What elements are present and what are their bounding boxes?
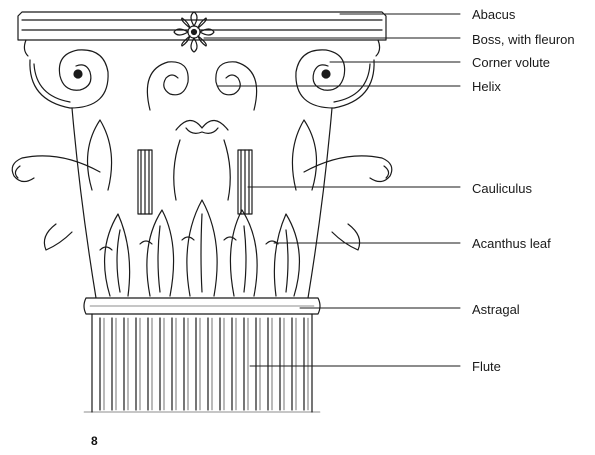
side-flourishes [12, 156, 392, 182]
upper-acanthus-leaves [88, 120, 317, 200]
corner-volute-right [296, 50, 374, 108]
capital-bell [72, 108, 332, 298]
column-flutes [100, 318, 308, 410]
label-abacus: Abacus [472, 7, 515, 23]
label-flute: Flute [472, 359, 501, 375]
astragal-ring [84, 298, 320, 314]
label-boss-with-fleuron: Boss, with fleuron [472, 32, 575, 48]
cauliculi [138, 150, 252, 214]
column-shaft [84, 314, 320, 412]
abacus-molding [18, 12, 386, 56]
lower-acanthus-leaves [44, 200, 359, 296]
page-number: 8 [91, 434, 98, 448]
corner-volute-left [30, 50, 108, 108]
label-astragal: Astragal [472, 302, 520, 318]
label-acanthus-leaf: Acanthus leaf [472, 236, 551, 252]
label-helix: Helix [472, 79, 501, 95]
label-corner-volute: Corner volute [472, 55, 550, 71]
label-cauliculus: Cauliculus [472, 181, 532, 197]
